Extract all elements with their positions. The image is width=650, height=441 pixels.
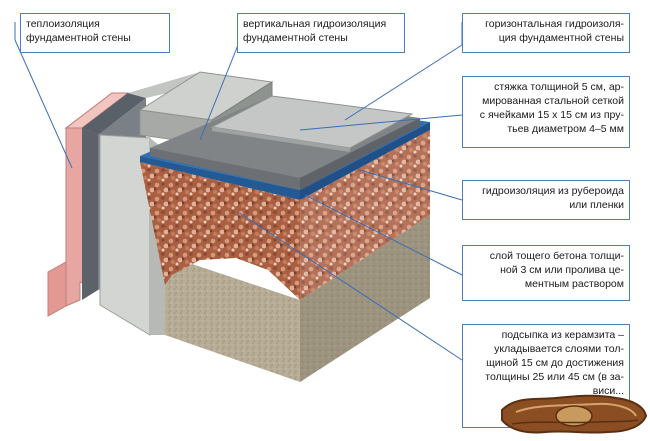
label-insulation: теплоизоляция фундаментной стены (20, 13, 170, 53)
label-vertical-waterproofing: вертикальная гидроизоляция фундаментной … (237, 13, 405, 53)
corner-logo (501, 394, 648, 434)
expanded-clay-layer (140, 130, 430, 300)
label-horizontal-waterproofing: горизонтальная гидроизоля- ция фундамент… (462, 13, 630, 53)
label-ruberoid: гидроизоляция из рубероида или пленки (462, 180, 630, 220)
label-lean-concrete: слой тощего бетона толщи- ной 3 см или п… (462, 245, 630, 301)
leader-lines (14, 22, 463, 361)
label-screed: стяжка толщиной 5 см, ар- мированная ста… (462, 76, 630, 148)
soil-base (165, 215, 430, 382)
